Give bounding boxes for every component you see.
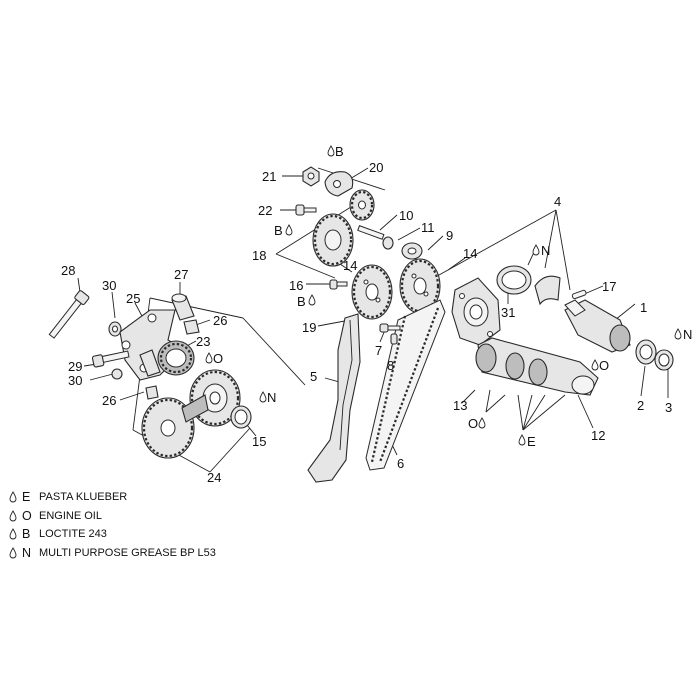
callout-10: 10 (399, 208, 413, 223)
callout-21: 21 (262, 169, 276, 184)
camshaft-1 (564, 299, 631, 353)
callout-26-lower: 26 (102, 393, 116, 408)
legend-row-b: B LOCTITE 243 (8, 525, 216, 544)
legend-code: B (22, 527, 31, 542)
idler-gear-24 (141, 369, 241, 459)
camshaft-sprockets-14 (351, 258, 441, 320)
marker-12: E (527, 434, 536, 449)
callout-9: 9 (446, 228, 453, 243)
legend-row-e: E PASTA KLUEBER (8, 488, 216, 507)
callout-25: 25 (126, 291, 140, 306)
callout-30-lower: 30 (68, 373, 82, 388)
callout-1: 1 (640, 300, 647, 315)
timing-chain-6 (365, 299, 446, 471)
marker-15: N (267, 390, 276, 405)
marker-3: N (683, 327, 692, 342)
marker-21: B (335, 144, 344, 159)
legend-row-o: O ENGINE OIL (8, 507, 216, 526)
callout-20: 20 (369, 160, 383, 175)
thrust-washer-15 (230, 405, 252, 429)
bolt-16 (329, 279, 348, 290)
pin-17 (571, 289, 587, 300)
washer-30-lower (111, 368, 123, 380)
callout-17: 17 (602, 279, 616, 294)
droplet-icon (9, 528, 17, 540)
chain-tensioner-guide-5 (307, 313, 361, 483)
callout-24: 24 (207, 470, 221, 485)
nut-21 (302, 166, 320, 187)
seal-2 (635, 339, 657, 365)
callout-13: 13 (453, 398, 467, 413)
callout-12: 12 (591, 428, 605, 443)
marker-22: B (274, 223, 283, 238)
dowel-26-top (183, 319, 200, 335)
legend-text: LOCTITE 243 (39, 528, 107, 541)
droplet-icon (9, 491, 17, 503)
callout-22: 22 (258, 203, 272, 218)
legend-code: E (22, 490, 31, 505)
callout-2: 2 (637, 398, 644, 413)
lubricant-markers: B B B N N O N O O E (205, 144, 692, 449)
marker-4: N (541, 243, 550, 258)
callout-3: 3 (665, 400, 672, 415)
callout-14-left: 14 (343, 258, 357, 273)
needle-bearing-23 (157, 340, 195, 376)
marker-23: O (213, 351, 223, 366)
callout-26-top: 26 (213, 313, 227, 328)
pin-8 (390, 333, 398, 345)
spacer-27 (171, 293, 195, 321)
screw-7 (379, 323, 401, 333)
legend-text: ENGINE OIL (39, 509, 102, 522)
callout-4: 4 (554, 194, 561, 209)
legend-text: MULTI PURPOSE GREASE BP L53 (39, 546, 216, 559)
callout-15: 15 (252, 434, 266, 449)
shaft-10 (357, 225, 385, 240)
callout-30-top: 30 (102, 278, 116, 293)
legend-code: O (22, 508, 32, 523)
callout-11: 11 (421, 220, 435, 235)
dowel-26-lower (145, 385, 159, 400)
callout-23: 23 (196, 334, 210, 349)
marker-2: O (599, 358, 609, 373)
upper-gear-cluster (295, 166, 423, 290)
callout-numbers: 1 2 3 4 5 6 7 8 9 10 11 12 13 14 14 15 1… (61, 160, 672, 485)
callout-7: 7 (375, 343, 382, 358)
callout-5: 5 (310, 369, 317, 384)
callout-29: 29 (68, 359, 82, 374)
droplet-icon (9, 546, 17, 559)
callout-27: 27 (174, 267, 188, 282)
bolt-28 (48, 290, 90, 339)
legend-text: PASTA KLUEBER (39, 491, 128, 504)
callout-16: 16 (289, 278, 303, 293)
washer-11 (382, 236, 394, 250)
left-idler-assembly (48, 290, 252, 459)
callout-18: 18 (252, 248, 266, 263)
callout-6: 6 (397, 456, 404, 471)
ring-3 (654, 349, 674, 371)
lubricant-legend: E PASTA KLUEBER O ENGINE OIL B LOCTITE 2… (8, 488, 216, 562)
legend-code: N (22, 545, 32, 560)
gear-pair-18 (312, 189, 375, 267)
camshaft-12 (475, 337, 599, 396)
callout-8: 8 (387, 358, 394, 373)
bushing-9 (401, 242, 423, 260)
legend-row-n: N MULTI PURPOSE GREASE BP L53 (8, 544, 216, 563)
callout-14-right: 14 (463, 246, 477, 261)
bolt-29 (91, 350, 130, 368)
marker-16: B (297, 294, 306, 309)
bearing-rings-4 (496, 265, 561, 306)
bolt-22 (295, 204, 317, 216)
camshaft-carrier-31 (451, 277, 501, 346)
marker-13: O (468, 416, 478, 431)
callout-19: 19 (302, 320, 316, 335)
callout-28: 28 (61, 263, 75, 278)
droplet-icon (9, 509, 17, 522)
callout-31: 31 (501, 305, 515, 320)
